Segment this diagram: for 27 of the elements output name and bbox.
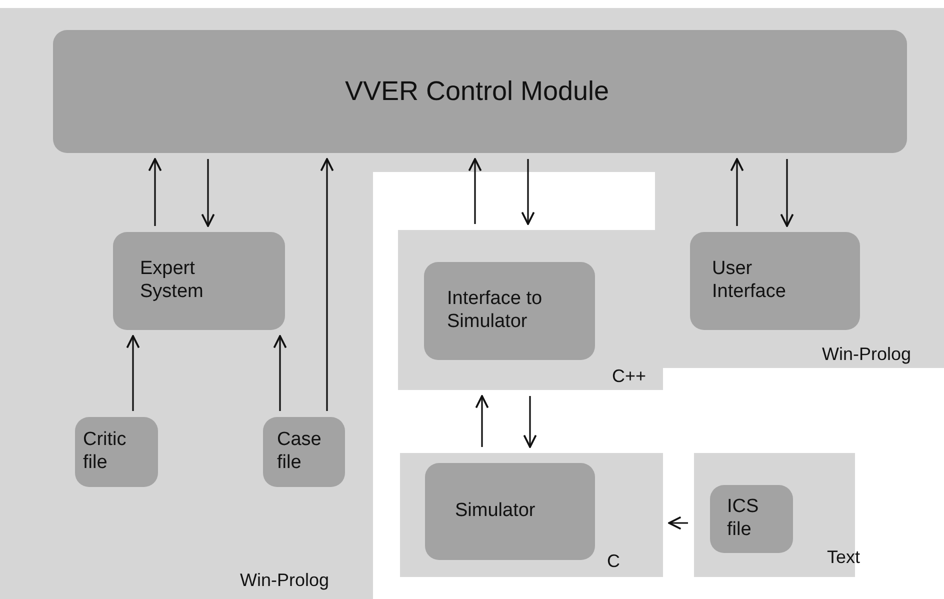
module-box: Interface to Simulator xyxy=(424,262,595,360)
module-box: VVER Control Module xyxy=(53,30,907,153)
module-box: Critic file xyxy=(75,417,158,487)
module-box: ICS file xyxy=(710,485,793,553)
arrow xyxy=(320,158,334,411)
arrow xyxy=(273,335,287,411)
arrow xyxy=(668,516,688,530)
language-panel xyxy=(400,453,663,577)
module-box: Simulator xyxy=(425,463,595,560)
arrow xyxy=(468,158,482,224)
arrow xyxy=(780,159,794,227)
module-box: User Interface xyxy=(690,232,860,330)
arrow xyxy=(521,159,535,225)
arrow xyxy=(201,159,215,227)
module-box: Expert System xyxy=(113,232,285,330)
language-label: C xyxy=(607,551,620,572)
language-label: C++ xyxy=(612,366,646,387)
language-label: Text xyxy=(827,547,860,568)
arrow xyxy=(475,395,489,447)
arrow xyxy=(126,335,140,411)
language-label: Win-Prolog xyxy=(240,570,330,591)
arrow xyxy=(148,158,162,226)
arrow xyxy=(523,396,537,448)
arrow xyxy=(730,158,744,226)
module-box: Case file xyxy=(263,417,345,487)
language-label: Win-Prolog xyxy=(822,344,912,365)
language-panel xyxy=(398,230,663,390)
